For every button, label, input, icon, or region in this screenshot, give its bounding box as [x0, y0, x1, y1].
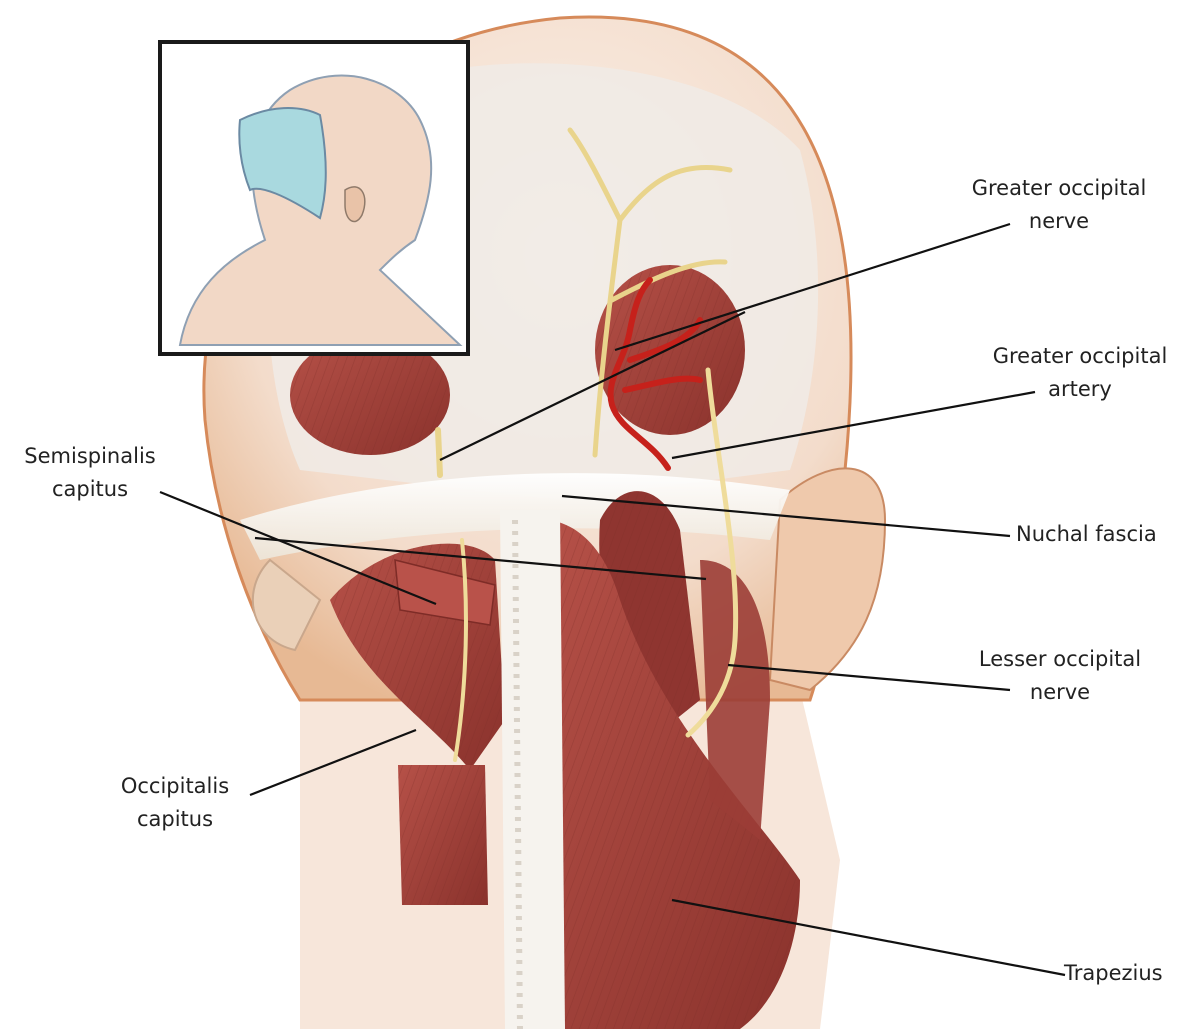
- label-lesser-occipital-nerve: Lesser occipital nerve: [960, 643, 1160, 709]
- label-greater-occipital-artery: Greater occipital artery: [980, 340, 1180, 406]
- label-occipitalis-capitus: Occipitalis capitus: [90, 770, 260, 836]
- ligamentum-nuchae: [500, 510, 565, 1029]
- label-nuchal-fascia: Nuchal fascia: [1016, 518, 1157, 551]
- label-greater-occipital-nerve: Greater occipital nerve: [950, 172, 1168, 238]
- label-trapezius: Trapezius: [1064, 957, 1163, 990]
- label-semispinalis-capitus: Semispinalis capitus: [0, 440, 180, 506]
- inset-head-profile: [160, 42, 468, 354]
- greater-occipital-nerve-left: [438, 430, 440, 475]
- right-ear: [770, 468, 885, 690]
